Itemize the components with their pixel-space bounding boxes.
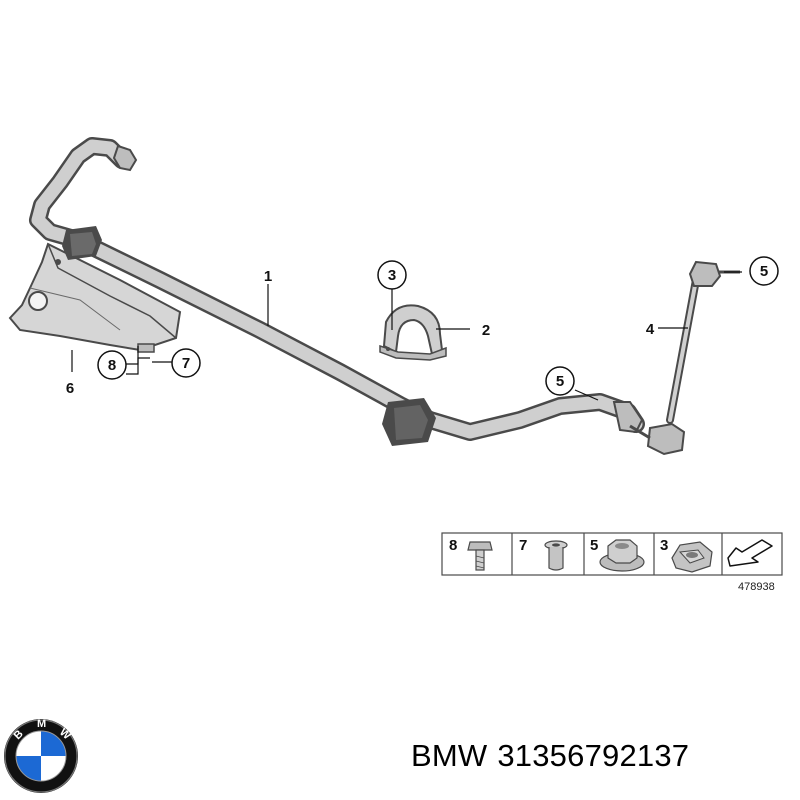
stabilizer-link <box>629 260 740 456</box>
bar-bushing-left <box>62 226 102 260</box>
bushing-clamp <box>379 304 447 361</box>
flange-nut-icon <box>599 539 645 572</box>
callout-2: 2 <box>482 322 490 339</box>
svg-text:3: 3 <box>388 267 396 284</box>
callout-1: 1 <box>264 268 272 285</box>
legend-cell-8: 8 <box>449 537 493 571</box>
bmw-logo: B M W <box>4 718 78 793</box>
arrow-pointer-icon <box>727 539 773 567</box>
sleeve-icon <box>544 540 568 571</box>
svg-text:6: 6 <box>66 380 74 397</box>
parts-legend: 8 7 5 3 <box>441 532 783 593</box>
brand-name: BMW <box>411 738 488 773</box>
svg-text:3: 3 <box>660 537 668 554</box>
svg-text:8: 8 <box>108 357 116 374</box>
legend-cell-5: 5 <box>590 537 645 572</box>
hex-nut-icon <box>671 541 713 573</box>
callout-4: 4 <box>646 321 655 338</box>
svg-text:M: M <box>37 718 46 730</box>
svg-text:5: 5 <box>556 373 564 390</box>
mounting-bracket <box>8 242 182 352</box>
svg-text:8: 8 <box>449 537 457 554</box>
callout-5-top: 5 <box>749 256 779 286</box>
stabilizer-bar <box>29 137 645 441</box>
legend-cell-3: 3 <box>660 537 713 573</box>
callout-5-mid: 5 <box>545 366 575 396</box>
callout-8: 8 <box>97 350 127 380</box>
svg-text:5: 5 <box>760 263 768 280</box>
callout-6: 6 <box>66 380 74 397</box>
part-label: BMW 31356792137 <box>411 738 689 774</box>
bolt-icon <box>467 541 493 571</box>
bar-bushing-right <box>382 398 436 446</box>
svg-text:7: 7 <box>519 537 527 554</box>
bracket-bolt <box>137 343 155 353</box>
svg-text:2: 2 <box>482 322 490 339</box>
svg-text:1: 1 <box>264 268 272 285</box>
callout-7: 7 <box>171 348 201 378</box>
leader-lines <box>71 271 742 401</box>
diagram-reference-number: 478938 <box>738 581 775 593</box>
svg-text:5: 5 <box>590 537 598 554</box>
legend-cell-7: 7 <box>519 537 568 571</box>
part-number: 31356792137 <box>497 738 690 773</box>
svg-text:7: 7 <box>182 355 190 372</box>
callout-3: 3 <box>377 260 407 290</box>
svg-text:4: 4 <box>646 321 655 338</box>
